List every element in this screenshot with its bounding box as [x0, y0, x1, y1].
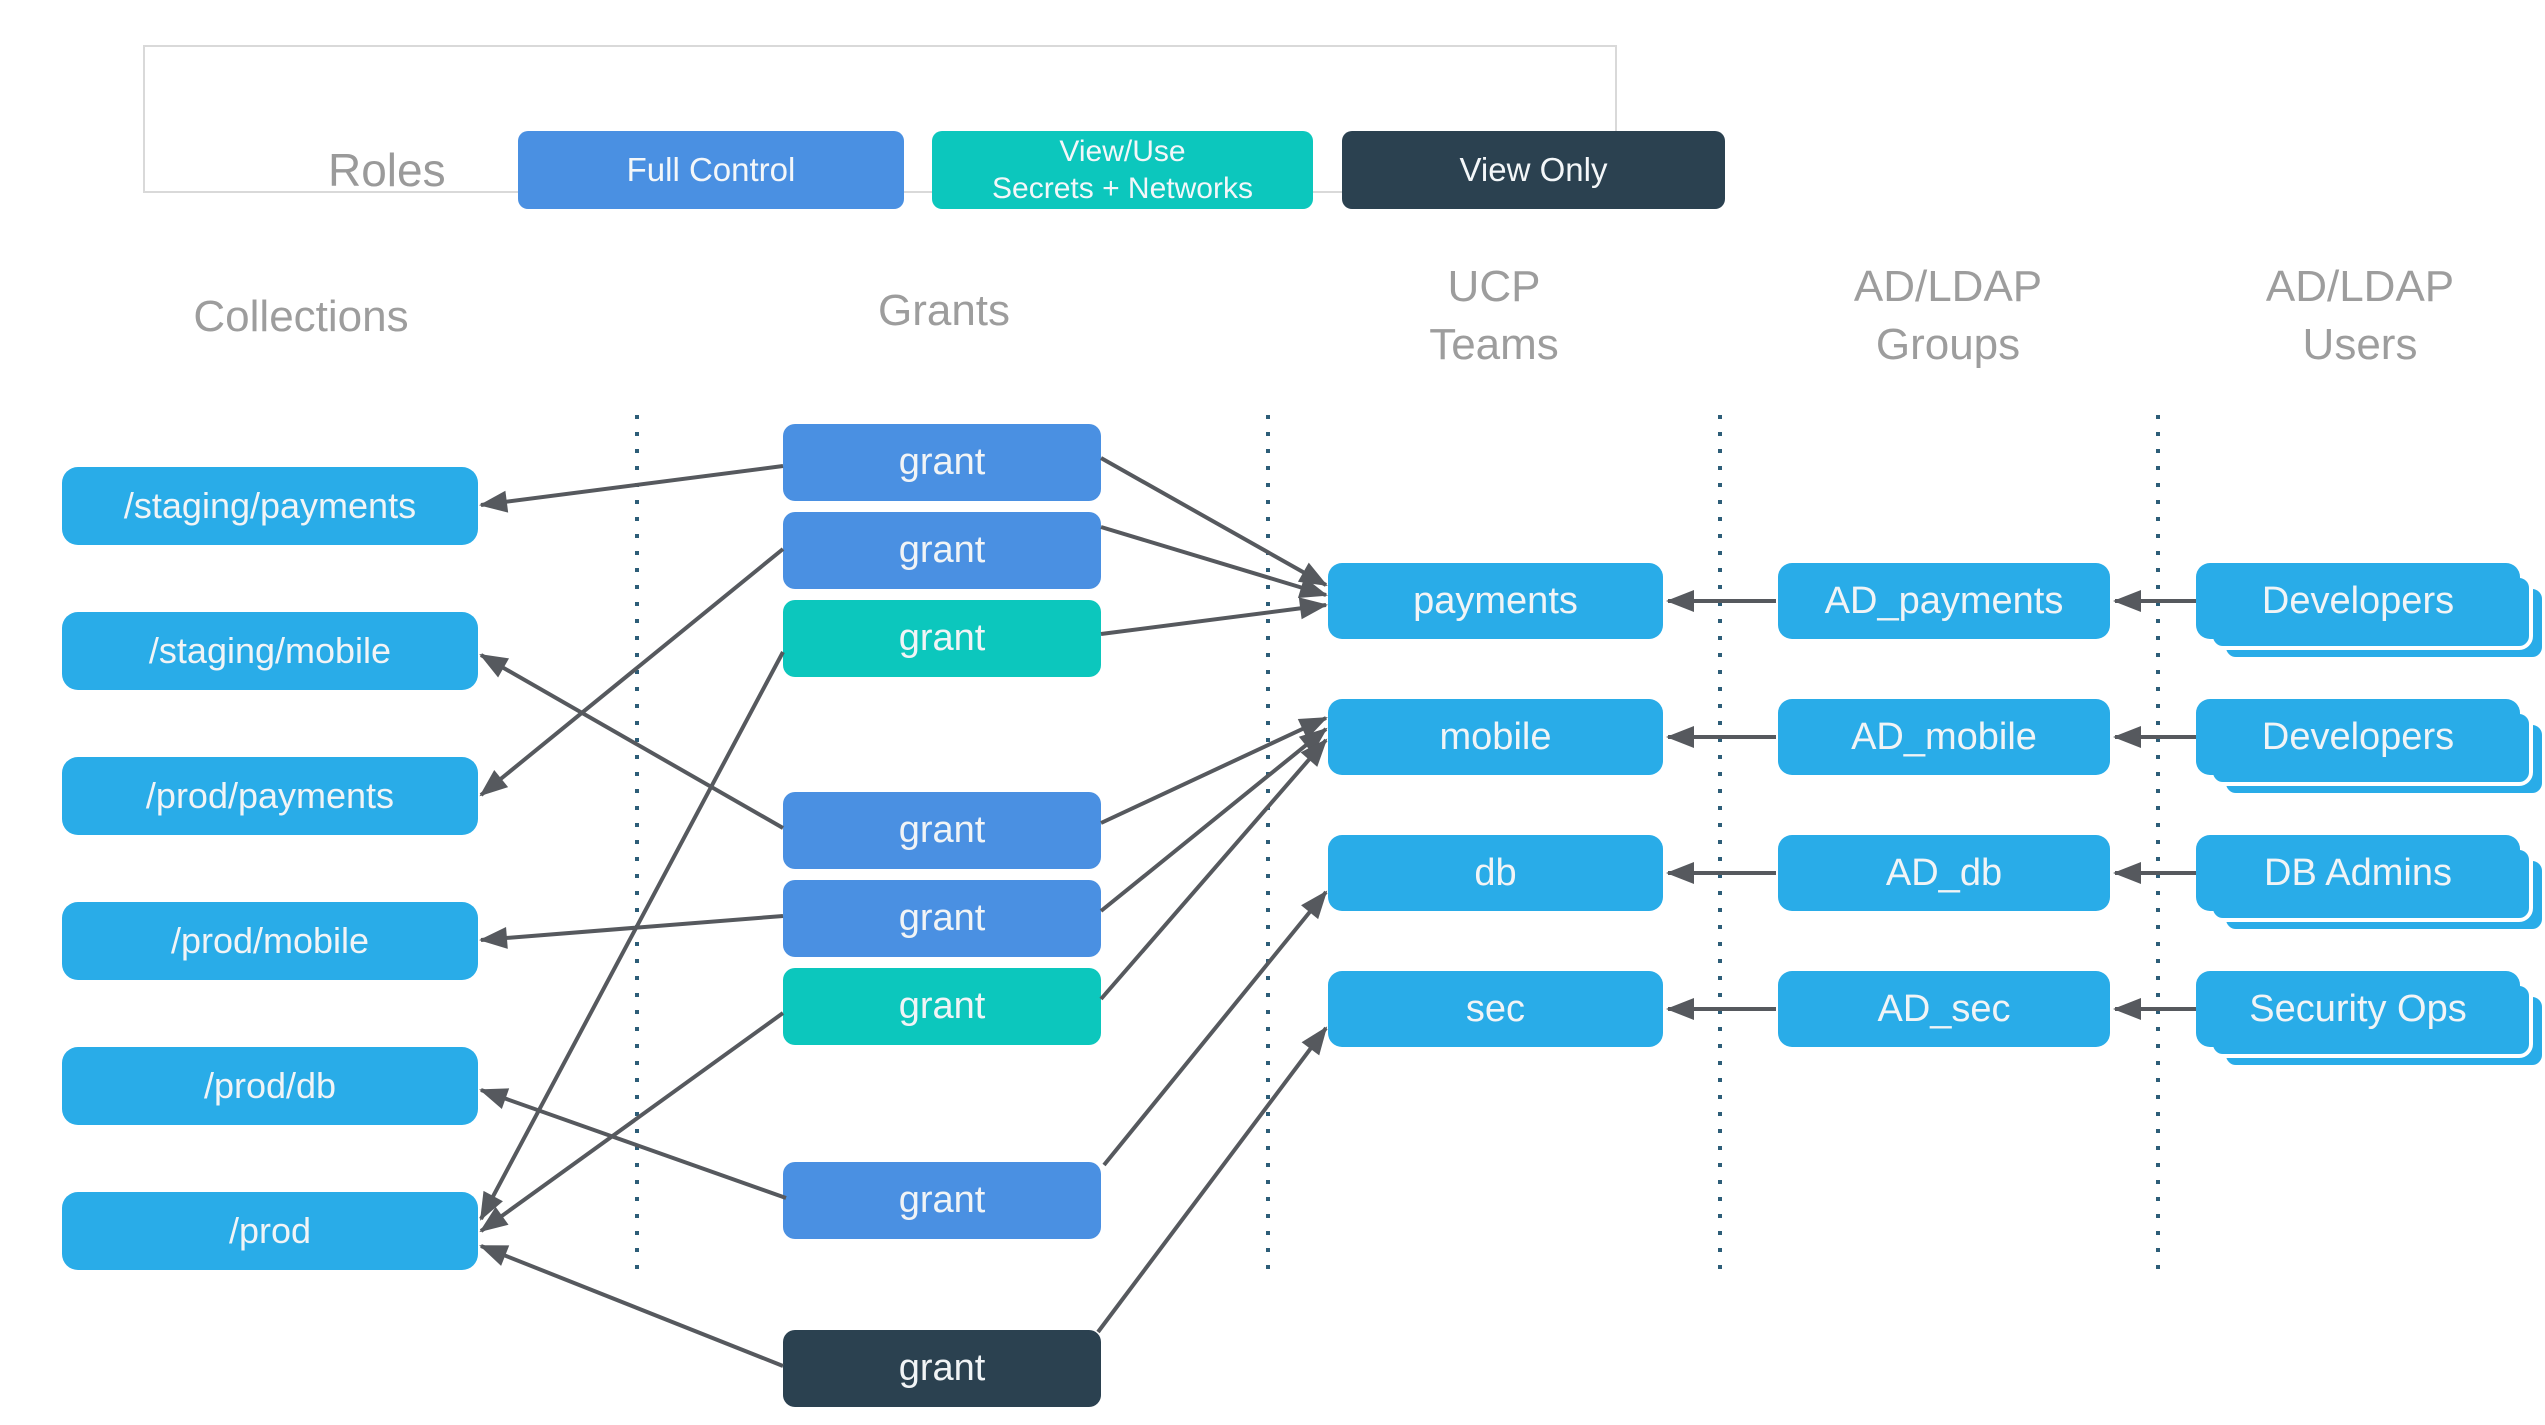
- user-card-label: Developers: [2196, 699, 2520, 775]
- legend-role-full-control: Full Control: [518, 131, 904, 209]
- grant-7-full-control: grant: [783, 1162, 1101, 1239]
- column-header-grants: Grants: [877, 286, 1011, 335]
- collection-staging-payments: /staging/payments: [62, 467, 478, 545]
- edge-grant6-mobile: [1099, 738, 1328, 1001]
- edge-grant6-prod: [479, 1011, 785, 1233]
- edge-grant8-sec: [1096, 1026, 1328, 1334]
- edge-grant3-prod: [479, 651, 785, 1221]
- user-card-label: DB Admins: [2196, 835, 2520, 911]
- edge-grant5-prod-mobile: [479, 914, 784, 949]
- edge-grant5-mobile: [1099, 727, 1328, 913]
- group-ad-sec: AD_sec: [1778, 971, 2110, 1047]
- edge-grant4-mobile: [1100, 716, 1328, 825]
- grant-1-full-control: grant: [783, 424, 1101, 501]
- edge-grant2-prod-payments: [479, 547, 785, 797]
- legend-title: Roles: [328, 144, 446, 196]
- legend-role-view-only: View Only: [1342, 131, 1725, 209]
- collection-prod: /prod: [62, 1192, 478, 1270]
- edge-grant3-payments: [1100, 597, 1328, 636]
- edge-grant1-payments: [1100, 456, 1328, 587]
- team-mobile: mobile: [1328, 699, 1663, 775]
- roles-legend: Roles Full Control View/Use Secrets + Ne…: [143, 45, 1725, 209]
- column-header-collections: Collections: [193, 292, 409, 341]
- collection-prod-db: /prod/db: [62, 1047, 478, 1125]
- users-developers-mobile: Developers: [2196, 699, 2545, 797]
- edge-grant1-staging-payments: [479, 464, 784, 513]
- team-sec: sec: [1328, 971, 1663, 1047]
- column-header-ucp-teams: UCP Teams: [1429, 262, 1559, 370]
- group-ad-payments: AD_payments: [1778, 563, 2110, 639]
- grant-6-view-use: grant: [783, 968, 1101, 1045]
- group-ad-db: AD_db: [1778, 835, 2110, 911]
- team-payments: payments: [1328, 563, 1663, 639]
- grant-4-full-control: grant: [783, 792, 1101, 869]
- edge-grant4-staging-mobile: [479, 653, 784, 830]
- collection-prod-mobile: /prod/mobile: [62, 902, 478, 980]
- users-db-admins: DB Admins: [2196, 835, 2545, 933]
- grant-2-full-control: grant: [783, 512, 1101, 589]
- collection-prod-payments: /prod/payments: [62, 757, 478, 835]
- users-developers-payments: Developers: [2196, 563, 2545, 661]
- column-header-adldap-users: AD/LDAP Users: [2265, 262, 2455, 370]
- edge-grant7-db: [1102, 890, 1328, 1167]
- team-db: db: [1328, 835, 1663, 911]
- users-security-ops: Security Ops: [2196, 971, 2545, 1069]
- edge-grant7-prod-db: [479, 1088, 787, 1200]
- grant-8-view-only: grant: [783, 1330, 1101, 1407]
- legend-role-view-use: View/Use Secrets + Networks: [932, 131, 1313, 209]
- user-card-label: Security Ops: [2196, 971, 2520, 1047]
- edge-grant2-payments: [1100, 525, 1328, 599]
- grant-5-full-control: grant: [783, 880, 1101, 957]
- column-header-adldap-groups: AD/LDAP Groups: [1853, 262, 2043, 370]
- edge-grant8-prod: [479, 1244, 784, 1368]
- group-ad-mobile: AD_mobile: [1778, 699, 2110, 775]
- user-card-label: Developers: [2196, 563, 2520, 639]
- collection-staging-mobile: /staging/mobile: [62, 612, 478, 690]
- grant-3-view-use: grant: [783, 600, 1101, 677]
